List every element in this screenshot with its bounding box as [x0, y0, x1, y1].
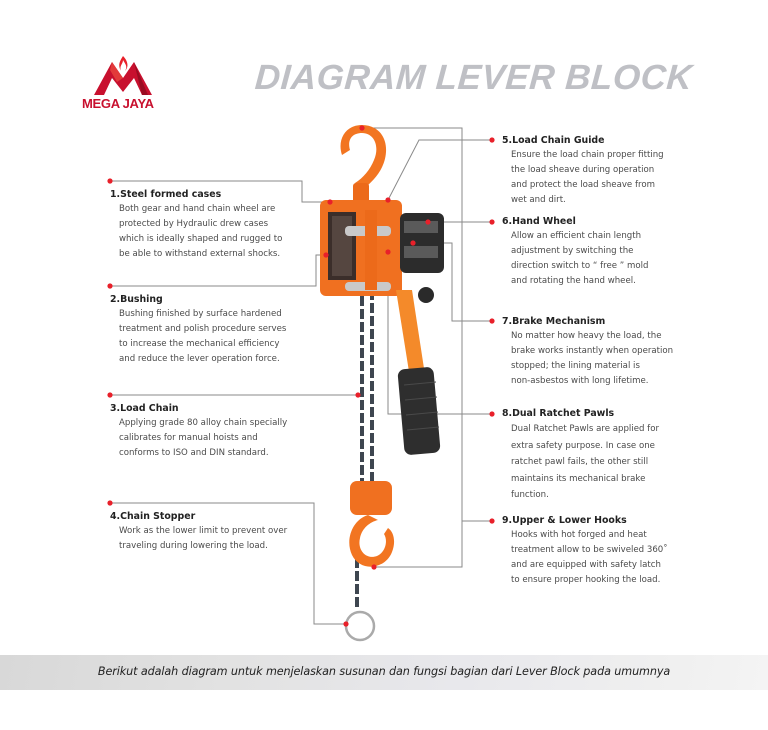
callout-steel-formed-cases: 1.Steel formed cases Both gear and hand …: [110, 189, 282, 262]
flame-m-logo-icon: [94, 56, 152, 95]
upper-hook: [340, 125, 387, 203]
callout-brake-mechanism: 7.Brake Mechanism No matter how heavy th…: [502, 316, 673, 389]
load-chain: [355, 296, 374, 610]
marker-dots: [107, 125, 495, 627]
part-name: Chain Stopper: [120, 511, 196, 522]
leader-line-8: [387, 252, 492, 415]
lower-hook: [349, 481, 395, 567]
part-name: Steel formed cases: [120, 189, 222, 200]
callout-hand-wheel: 6.Hand Wheel Allow an efficient chain le…: [502, 216, 648, 289]
part-name: Upper & Lower Hooks: [512, 515, 627, 526]
leader-line-9: [362, 127, 492, 522]
callout-dual-ratchet-pawls: 8.Dual Ratchet Pawls Dual Ratchet Pawls …: [502, 408, 659, 504]
leader-line-9b: [374, 521, 463, 568]
hand-wheel: [400, 213, 444, 303]
part-name: Hand Wheel: [512, 216, 576, 227]
part-name: Load Chain: [120, 403, 179, 414]
callout-load-chain: 3.Load Chain Applying grade 80 alloy cha…: [110, 403, 287, 461]
callout-upper-lower-hooks: 9.Upper & Lower Hooks Hooks with hot for…: [502, 515, 668, 588]
chain-stopper-ring: [344, 610, 376, 642]
leader-line-5: [387, 139, 492, 201]
part-name: Load Chain Guide: [512, 135, 605, 146]
footer-caption: Berikut adalah diagram untuk menjelaskan…: [97, 665, 671, 678]
footer-banner: Berikut adalah diagram untuk menjelaskan…: [0, 655, 768, 690]
part-name: Bushing: [120, 294, 163, 305]
mega-jaya-logo: MEGA JAYA: [82, 52, 162, 114]
gear-housing: [320, 200, 402, 296]
part-name: Brake Mechanism: [512, 316, 606, 327]
brand-name: MEGA JAYA: [82, 96, 154, 111]
lever-handle: [396, 290, 441, 455]
leader-line-1: [110, 180, 330, 203]
leader-lines: [110, 127, 492, 625]
callout-bushing: 2.Bushing Bushing finished by surface ha…: [110, 294, 286, 367]
leader-line-4: [110, 502, 346, 625]
callout-chain-stopper: 4.Chain Stopper Work as the lower limit …: [110, 511, 287, 554]
lever-block-diagram: [107, 125, 495, 642]
callout-load-chain-guide: 5.Load Chain Guide Ensure the load chain…: [502, 135, 664, 208]
part-name: Dual Ratchet Pawls: [512, 408, 615, 419]
